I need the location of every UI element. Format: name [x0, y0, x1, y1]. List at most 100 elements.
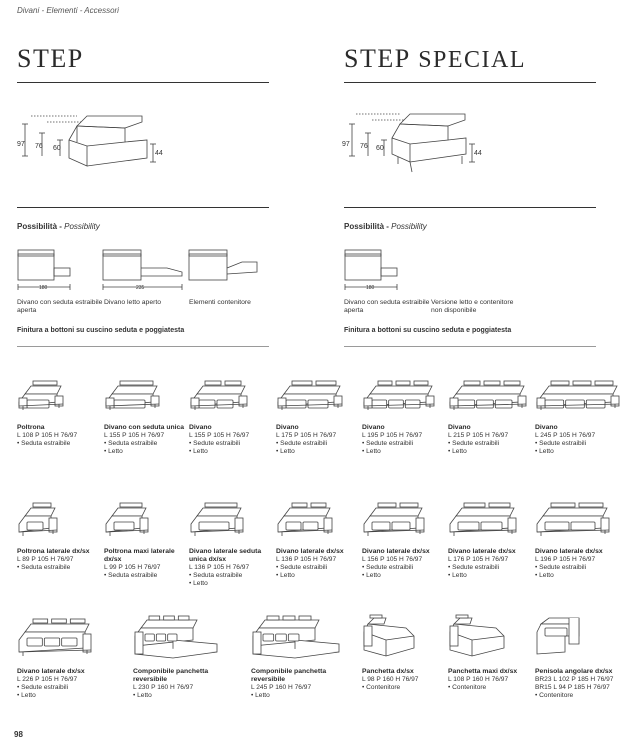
sofa-drawing — [277, 380, 343, 410]
item-name: Divano — [362, 424, 385, 431]
product-title-step: STEP — [17, 44, 84, 73]
item-dimensions: L 196 P 105 H 76/97 — [535, 556, 596, 563]
item-feature: • Sedute estraibili — [362, 564, 414, 571]
dim-label: 44 — [155, 150, 163, 157]
sofa-drawing — [18, 618, 92, 656]
item-feature: • Seduta estraibile — [17, 440, 71, 447]
item-feature: • Letto — [276, 572, 295, 579]
item-name: Divano — [448, 424, 471, 431]
item-feature: • Sedute estraibili — [17, 684, 69, 691]
dim-label: 44 — [474, 150, 482, 157]
item-feature: • Seduta estraibile — [104, 440, 158, 447]
item-name: Divano laterale dx/sx — [535, 548, 603, 555]
sofa-drawing — [363, 380, 435, 410]
item-feature: • Letto — [362, 448, 381, 455]
item-dimensions: L 99 P 105 H 76/97 — [104, 564, 161, 571]
item-dimensions: L 230 P 160 H 76/97 — [133, 684, 194, 691]
item-dimensions: L 176 P 105 H 76/97 — [448, 556, 509, 563]
item-name: Poltrona laterale dx/sx — [17, 548, 90, 555]
sofa-drawing — [105, 502, 149, 536]
possibility-caption: Versione letto e contenitore non disponi… — [431, 299, 514, 315]
item-feature: • Sedute estraibili — [276, 440, 328, 447]
finish-note: Finitura a bottoni su cuscino seduta e p… — [344, 327, 512, 334]
possibility-heading: Possibilità - Possibility — [344, 222, 427, 231]
step-special-possibility-drawing: 180 — [344, 249, 398, 291]
item-dimensions: L 136 P 105 H 76/97 — [276, 556, 337, 563]
sofa-drawing — [190, 502, 244, 536]
sofa-drawing — [536, 502, 610, 536]
item-name: Divano laterale dx/sx — [17, 668, 85, 675]
item-name: Componibile panchetta reversibile — [133, 668, 209, 683]
item-dimensions: L 245 P 105 H 76/97 — [535, 432, 596, 439]
step-dimension-drawing: 97 76 60 44 — [17, 115, 163, 167]
item-name: Divano laterale dx/sx — [362, 548, 430, 555]
item-feature: • Seduta estraibile — [104, 572, 158, 579]
product-title-step-special: STEP SPECIAL — [344, 44, 527, 73]
item-feature: • Sedute estraibili — [535, 564, 587, 571]
item-name: Poltrona maxi laterale dx/sx — [104, 548, 175, 563]
item-feature: • Letto — [189, 580, 208, 587]
sectional-drawing — [252, 615, 340, 659]
item-dimensions: L 155 P 105 H 76/97 — [104, 432, 165, 439]
measure-label: 180 — [366, 285, 375, 291]
item-dimensions: L 175 P 105 H 76/97 — [276, 432, 337, 439]
item-feature: • Contenitore — [535, 692, 574, 699]
item-feature: • Letto — [448, 572, 467, 579]
item-feature: • Letto — [535, 448, 554, 455]
measure-label: 235 — [136, 285, 145, 291]
item-feature: • Contenitore — [362, 684, 401, 691]
bench-drawing — [536, 617, 580, 655]
dim-label: 97 — [342, 141, 350, 148]
item-dimensions: L 108 P 160 H 76/97 — [448, 676, 509, 683]
item-feature: • Letto — [448, 448, 467, 455]
item-dimensions: L 136 P 105 H 76/97 — [189, 564, 250, 571]
step-possibility-drawings: 180 235 — [17, 249, 258, 291]
sofa-drawing — [449, 502, 517, 536]
item-name: Divano — [535, 424, 558, 431]
item-name: Divano laterale dx/sx — [448, 548, 516, 555]
bench-drawing — [363, 614, 415, 657]
item-dimensions: L 245 P 160 H 76/97 — [251, 684, 312, 691]
dim-label: 76 — [360, 143, 368, 150]
item-name: Divano — [276, 424, 299, 431]
item-name: Divano con seduta unica — [104, 424, 185, 431]
item-feature: • Sedute estraibili — [448, 440, 500, 447]
item-name: Divano — [189, 424, 212, 431]
item-dimensions: L 195 P 105 H 76/97 — [362, 432, 423, 439]
item-feature: • Letto — [104, 448, 123, 455]
item-dimensions: BR15 L 94 P 185 H 76/97 — [535, 684, 610, 691]
bench-drawing — [449, 614, 505, 657]
item-dimensions: L 155 P 105 H 76/97 — [189, 432, 250, 439]
measure-label: 180 — [39, 285, 48, 291]
item-dimensions: L 89 P 105 H 76/97 — [17, 556, 74, 563]
section-rule — [17, 346, 269, 347]
section-rule — [344, 346, 596, 347]
item-dimensions: BR23 L 102 P 185 H 76/97 — [535, 676, 614, 683]
item-feature: • Sedute estraibili — [276, 564, 328, 571]
possibility-caption: Divano letto aperto — [104, 299, 162, 306]
dim-label: 60 — [53, 145, 61, 152]
sofa-drawing — [18, 502, 58, 536]
sofa-drawing — [363, 502, 425, 536]
item-feature: • Sedute estraibili — [535, 440, 587, 447]
item-feature: • Letto — [535, 572, 554, 579]
possibility-caption: Divano con seduta estraibile aperta — [344, 299, 430, 315]
item-feature: • Sedute estraibili — [189, 440, 241, 447]
title-rule — [344, 82, 596, 83]
item-feature: • Seduta estraibile — [189, 572, 243, 579]
item-dimensions: L 215 P 105 H 76/97 — [448, 432, 509, 439]
breadcrumb: Divani - Elementi - Accessori — [17, 6, 119, 15]
finish-note: Finitura a bottoni su cuscino seduta e p… — [17, 327, 185, 334]
possibility-heading: Possibilità - Possibility — [17, 222, 100, 231]
